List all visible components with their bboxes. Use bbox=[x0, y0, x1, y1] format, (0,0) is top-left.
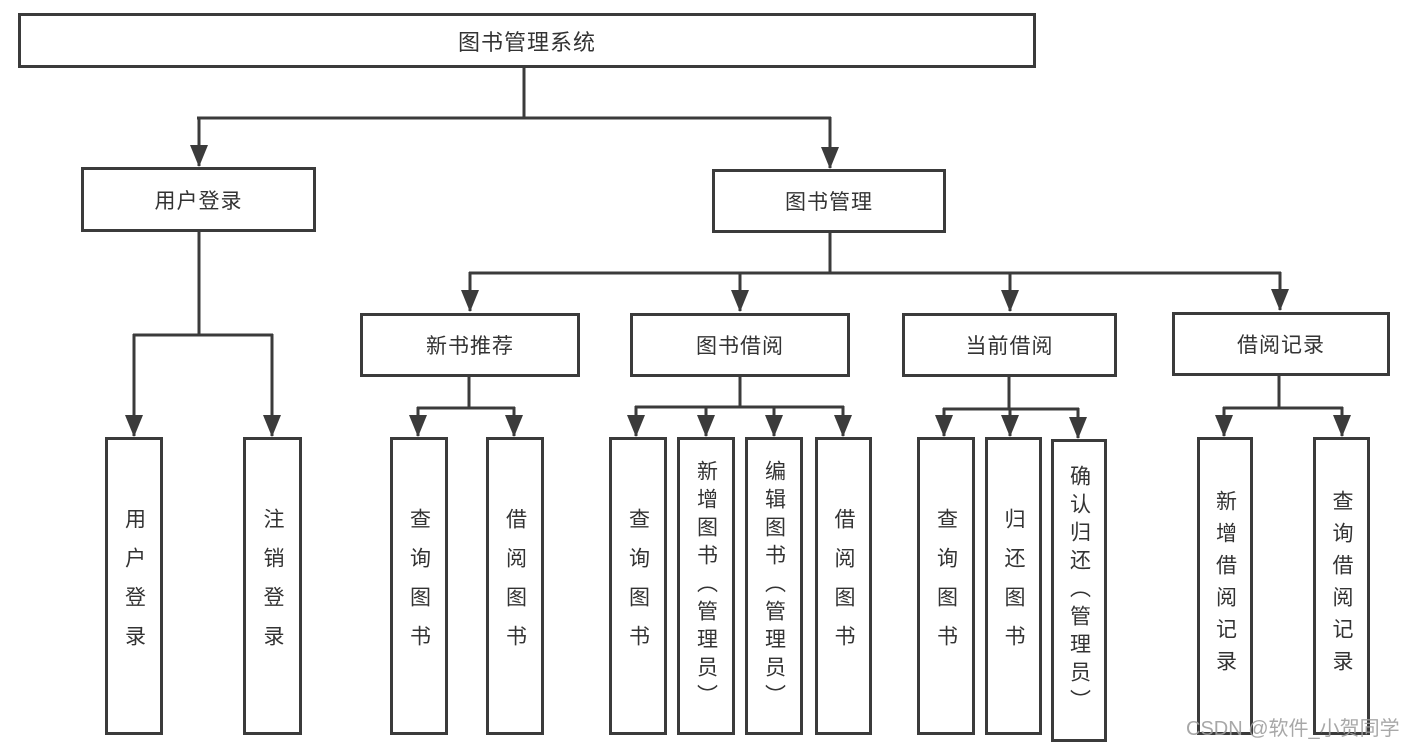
leaf-borrow-book-label: 借阅图书 bbox=[832, 508, 855, 664]
leaf-add-borrow-record: 新增借阅记录 bbox=[1197, 437, 1253, 735]
node-borrow-record: 借阅记录 bbox=[1172, 312, 1390, 376]
leaf-query-book-recommend-label: 查询图书 bbox=[407, 508, 431, 664]
leaf-return-book-label: 归还图书 bbox=[1002, 508, 1025, 664]
node-book-management: 图书管理 bbox=[712, 169, 946, 233]
node-current-borrow-label: 当前借阅 bbox=[965, 335, 1054, 358]
connector-root-branch bbox=[190, 68, 839, 169]
node-current-borrow: 当前借阅 bbox=[902, 313, 1117, 377]
node-borrow-record-label: 借阅记录 bbox=[1237, 334, 1325, 357]
leaf-edit-book-admin-label: 编辑图书（管理员） bbox=[762, 460, 786, 712]
leaf-query-book-recommend: 查询图书 bbox=[390, 437, 448, 735]
leaf-add-book-admin: 新增图书（管理员） bbox=[677, 437, 735, 735]
node-new-book-recommend: 新书推荐 bbox=[360, 313, 580, 377]
connector-user-login-branch bbox=[125, 232, 281, 437]
csdn-watermark: CSDN @软件_小贺同学 bbox=[1186, 718, 1400, 740]
leaf-user-login-label: 用户登录 bbox=[122, 508, 146, 664]
node-book-borrow-label: 图书借阅 bbox=[696, 335, 784, 358]
node-root: 图书管理系统 bbox=[18, 13, 1036, 68]
leaf-confirm-return-admin: 确认归还（管理员） bbox=[1051, 439, 1107, 742]
leaf-return-book: 归还图书 bbox=[985, 437, 1042, 735]
leaf-add-book-admin-label: 新增图书（管理员） bbox=[694, 460, 718, 712]
node-book-borrow: 图书借阅 bbox=[630, 313, 850, 377]
leaf-borrow-book-recommend: 借阅图书 bbox=[486, 437, 544, 735]
leaf-query-book-borrow-label: 查询图书 bbox=[626, 508, 650, 664]
node-user-login-label: 用户登录 bbox=[154, 189, 243, 213]
connector-borrow-record-branch bbox=[1215, 376, 1351, 437]
leaf-edit-book-admin: 编辑图书（管理员） bbox=[745, 437, 803, 735]
node-user-login: 用户登录 bbox=[81, 167, 316, 232]
leaf-logout-label: 注销登录 bbox=[261, 508, 284, 664]
node-new-book-recommend-label: 新书推荐 bbox=[426, 335, 514, 358]
node-book-management-label: 图书管理 bbox=[785, 191, 873, 214]
leaf-user-login: 用户登录 bbox=[105, 437, 163, 735]
leaf-query-book-current: 查询图书 bbox=[917, 437, 975, 735]
node-root-label: 图书管理系统 bbox=[457, 29, 596, 55]
leaf-logout: 注销登录 bbox=[243, 437, 302, 735]
connector-new-book-branch bbox=[409, 377, 523, 437]
leaf-query-borrow-record: 查询借阅记录 bbox=[1313, 437, 1370, 735]
leaf-borrow-book-recommend-label: 借阅图书 bbox=[503, 508, 527, 664]
leaf-query-borrow-record-label: 查询借阅记录 bbox=[1330, 490, 1353, 682]
connector-current-borrow-branch bbox=[935, 377, 1087, 439]
leaf-query-book-borrow: 查询图书 bbox=[609, 437, 667, 735]
leaf-borrow-book: 借阅图书 bbox=[815, 437, 872, 735]
connector-book-management-branch bbox=[461, 233, 1289, 312]
leaf-query-book-current-label: 查询图书 bbox=[934, 508, 958, 664]
leaf-add-borrow-record-label: 新增借阅记录 bbox=[1213, 490, 1237, 682]
leaf-confirm-return-admin-label: 确认归还（管理员） bbox=[1067, 464, 1091, 717]
connector-book-borrow-branch bbox=[627, 377, 852, 437]
